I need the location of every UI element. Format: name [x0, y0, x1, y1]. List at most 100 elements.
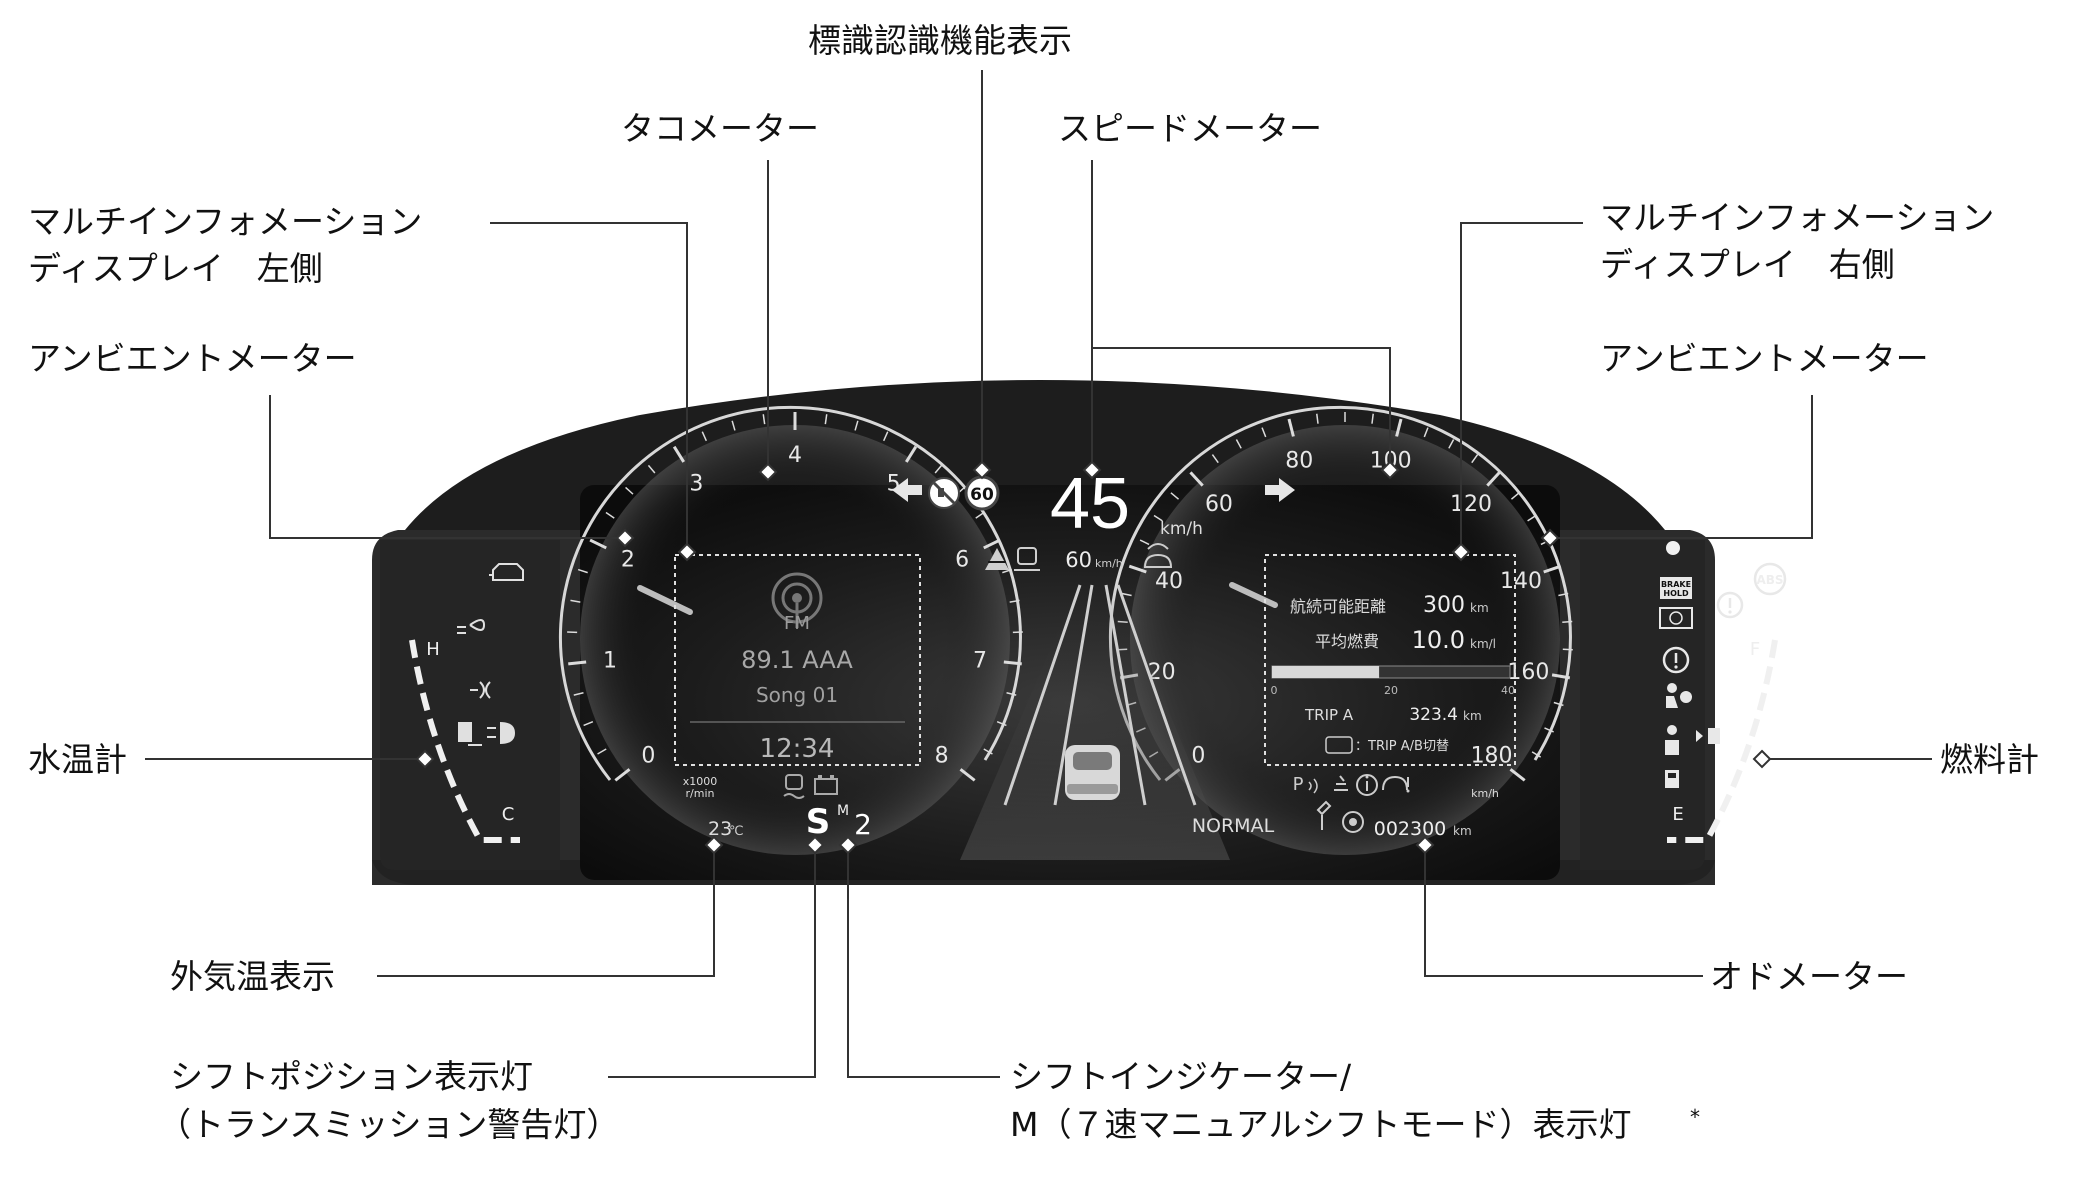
- tachometer-tick: [731, 420, 736, 431]
- callout-labels: 標識認識機能表示 タコメーター スピードメーター マルチインフォメーション ディ…: [28, 21, 2039, 1144]
- tachometer-tick: [614, 768, 631, 782]
- lane-line-right-outer: [1116, 584, 1197, 806]
- label-speedometer: スピードメーター: [1058, 109, 1322, 148]
- speedometer-tick: [1371, 413, 1374, 424]
- tachometer-label: 4: [788, 443, 802, 468]
- speedometer-tick: [1395, 418, 1403, 437]
- tachometer-tick: [882, 431, 889, 442]
- speedometer-tick: [1189, 471, 1204, 487]
- maintenance-icon: [1316, 800, 1332, 830]
- water-temp-h: H: [426, 639, 440, 660]
- tachometer-tick: [597, 748, 607, 755]
- speedometer-tick: [1448, 439, 1455, 449]
- tachometer-tick: [905, 445, 918, 463]
- label-ambient-right: アンビエントメーター: [1600, 339, 1929, 378]
- speedometer-tick: [1531, 751, 1542, 758]
- low-fuel-icon: [1665, 770, 1679, 788]
- abs-label: ABS: [1756, 573, 1783, 587]
- avg-fuel-label: 平均燃費: [1315, 632, 1379, 651]
- bar-scale-40: 40: [1501, 684, 1515, 697]
- abs-icon: ABS: [1753, 562, 1787, 596]
- low-beam-icon: [487, 722, 515, 744]
- speedometer-tick: [1261, 427, 1267, 438]
- avg-fuel-unit: km/l: [1470, 637, 1496, 651]
- water-temp-scale: [409, 639, 520, 843]
- trip-switch-hint: ：TRIP A/B切替: [1355, 739, 1449, 754]
- tachometer-label: 8: [935, 744, 949, 769]
- tach-unit-1: x1000: [683, 775, 718, 788]
- speedometer-label: 60: [1205, 492, 1233, 517]
- speedometer-label: 0: [1191, 744, 1205, 769]
- line-ambient-right: [1550, 395, 1813, 539]
- airbag-icon: [1666, 683, 1692, 708]
- tachometer-tick: [854, 420, 859, 431]
- line-odometer: [1424, 845, 1703, 977]
- tachometer-tick: [577, 568, 588, 574]
- tachometer-tick: [672, 445, 685, 463]
- speedometer-tick: [1128, 564, 1147, 574]
- label-shift-indicator-mark: *: [1690, 1105, 1700, 1129]
- trip-switch-icon: [1325, 736, 1353, 754]
- speedometer-tick: [1170, 492, 1180, 500]
- trip-value: 323.4: [1409, 705, 1458, 725]
- center-area: 45 km/h 60 km/h 60: [892, 464, 1295, 860]
- clock: 12:34: [760, 734, 835, 764]
- road-departure-icon: [985, 548, 1009, 570]
- road-surface: [960, 580, 1230, 860]
- trip-unit: km: [1463, 709, 1482, 723]
- label-odometer: オドメーター: [1710, 957, 1908, 996]
- fuel-gauge-e: E: [1672, 804, 1683, 825]
- speedometer-label: 40: [1155, 569, 1183, 594]
- speedometer-label: 160: [1507, 660, 1549, 685]
- radio-station: 89.1 AAA: [741, 646, 853, 674]
- speedometer-tick: [1471, 454, 1479, 464]
- seatbelt-icon: [1665, 725, 1679, 755]
- speedometer-needle: [1229, 582, 1278, 608]
- left-turn-signal-icon: [892, 478, 922, 502]
- shift-gear: 2: [854, 808, 872, 841]
- tachometer-ticks: [567, 412, 1023, 782]
- label-shift-position-2: （トランスミッション警告灯）: [158, 1105, 619, 1144]
- label-fuel-gauge: 燃料計: [1940, 740, 2039, 779]
- line-speedometer-branch: [1092, 347, 1391, 470]
- line-shift-position: [608, 845, 816, 1078]
- speedometer-label: 120: [1450, 492, 1492, 517]
- speedometer-tick: [1153, 514, 1163, 522]
- fog-light-icon: [470, 681, 491, 699]
- range-label: 航続可能距離: [1290, 597, 1386, 616]
- odometer-unit: km: [1453, 824, 1472, 838]
- svg-text:P: P: [1293, 774, 1304, 795]
- tachometer-tick: [568, 660, 587, 666]
- line-ambient-left: [269, 395, 625, 539]
- speedometer-tick: [1551, 673, 1571, 680]
- lane-line-left-outer: [1003, 584, 1082, 806]
- tachometer-tick: [625, 486, 634, 495]
- tachometer-needle: [637, 585, 693, 615]
- speedometer-tick: [1544, 727, 1554, 733]
- shift-mode: M: [837, 803, 849, 819]
- tachometer-tick: [573, 692, 584, 696]
- odometer-value: 002300: [1374, 818, 1447, 840]
- tachometer-tick: [983, 538, 1001, 550]
- line-mid-right: [1460, 222, 1583, 552]
- brake-hold-line-2: HOLD: [1663, 589, 1689, 598]
- label-shift-indicator-2: M（７速マニュアルシフトモード）表示灯: [1010, 1105, 1631, 1144]
- seat-heater-icon: [458, 722, 482, 746]
- tachometer-tick: [934, 464, 943, 474]
- label-water-temp: 水温計: [28, 740, 127, 779]
- speedometer-tick: [1509, 768, 1526, 782]
- speedometer-tick: [1316, 413, 1319, 424]
- acc-car-icon: [1143, 543, 1173, 568]
- label-outside-temp: 外気温表示: [170, 957, 335, 996]
- radio-source: FM: [784, 613, 810, 634]
- left-panel-indicators: H C: [409, 563, 524, 843]
- acc-unit: km/h: [1095, 557, 1123, 570]
- range-unit: km: [1470, 601, 1489, 615]
- drive-mode: NORMAL: [1192, 815, 1275, 837]
- speedometer-label: 80: [1285, 449, 1313, 474]
- tachometer-tick: [570, 599, 581, 603]
- tachometer-tick: [605, 511, 615, 519]
- auto-brake-hold-icon: [1659, 607, 1693, 629]
- label-mid-left-2: ディスプレイ 左側: [28, 249, 323, 288]
